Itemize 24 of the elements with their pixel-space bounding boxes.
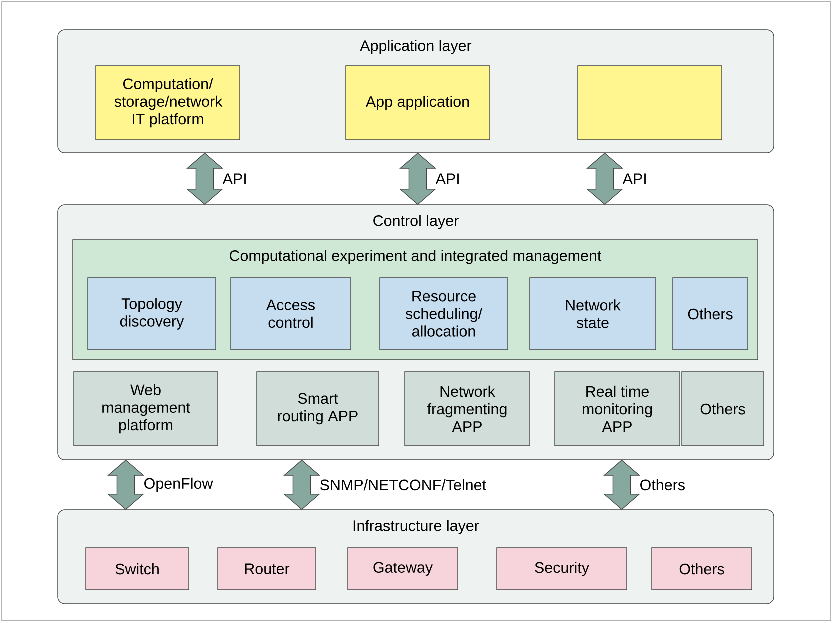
app-box: Web management platform — [74, 372, 218, 446]
edge-label: Others — [640, 479, 685, 491]
application-box: App application — [346, 66, 490, 140]
app-box: Network fragmenting APP — [404, 372, 530, 446]
edge-label: SNMP/NETCONF/Telnet — [320, 479, 486, 491]
app-box: Others — [682, 372, 764, 446]
edge-label: API — [436, 174, 459, 184]
function-box: Topology discovery — [88, 278, 216, 350]
device-box: Gateway — [348, 548, 458, 590]
application-box: Computation/ storage/network IT platform — [96, 66, 240, 140]
edge-label: API — [222, 174, 246, 184]
function-box: Network state — [530, 278, 656, 350]
device-box: Others — [652, 548, 752, 590]
device-box: Router — [218, 548, 316, 590]
app-box: Real time monitoring APP — [554, 372, 680, 446]
app-box: Smart routing APP — [256, 372, 380, 446]
edge-label: OpenFlow — [144, 478, 214, 492]
function-box: Others — [672, 278, 748, 350]
function-box: Access control — [230, 278, 352, 350]
function-box: Resource scheduling/ allocation — [380, 278, 508, 350]
edge-label: API — [622, 174, 646, 184]
application-box — [578, 66, 722, 140]
device-box: Switch — [86, 548, 190, 590]
device-box: Security — [496, 548, 628, 590]
